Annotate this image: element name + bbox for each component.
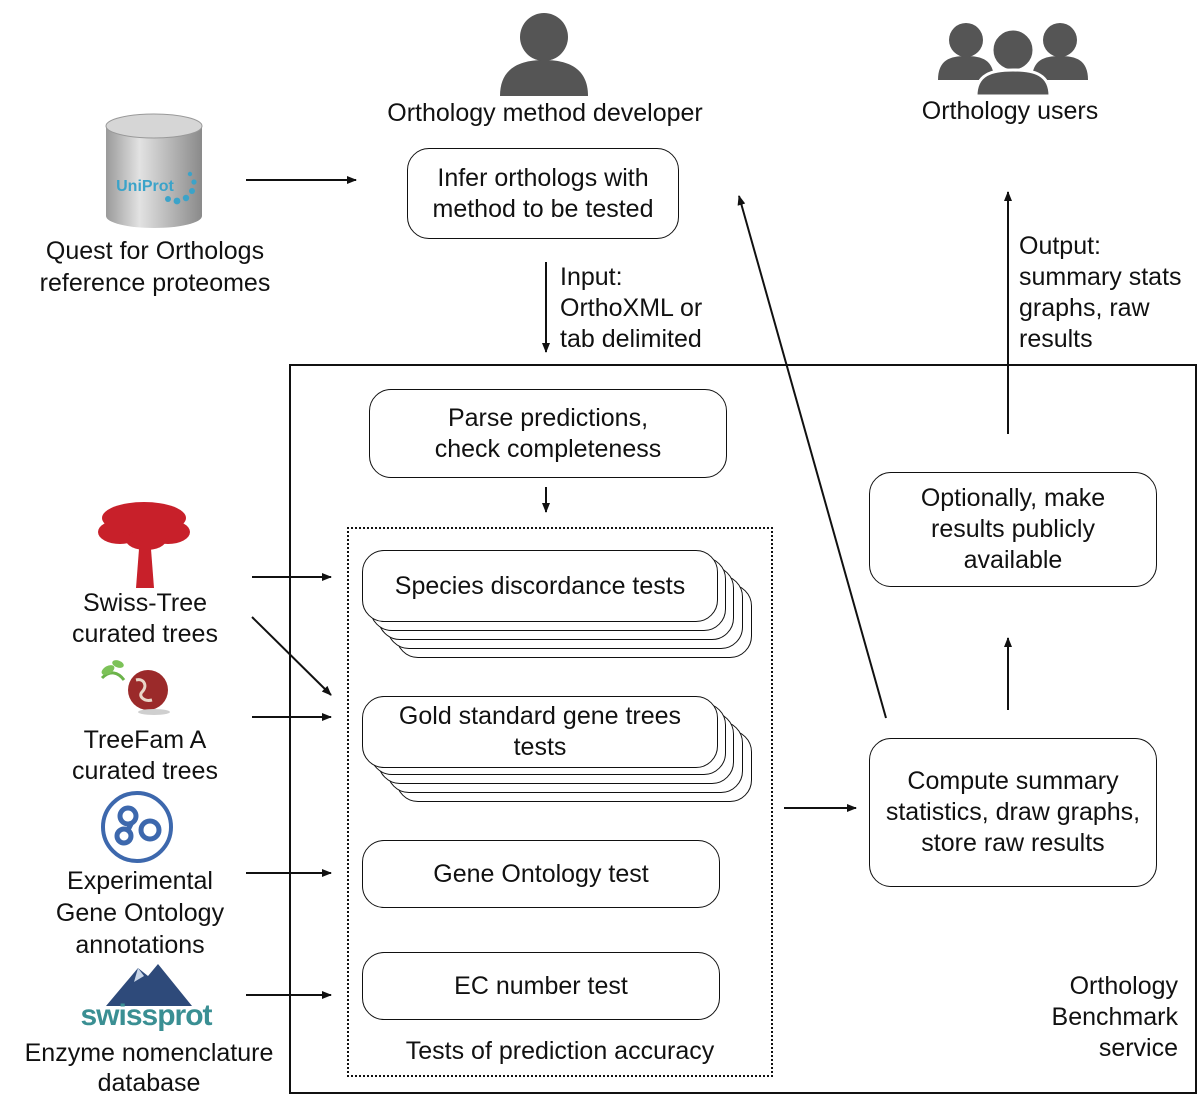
publish-results-box: Optionally, make results publicly availabl… [869, 472, 1157, 587]
tree-icon [98, 502, 190, 588]
tests-group-frame [347, 527, 773, 1077]
infer-line1: Infer orthologs with [437, 163, 649, 192]
input-note: Input: OrthoXML or tab delimited [560, 262, 702, 355]
parse-predictions-box: Parse predictions,check completeness [369, 389, 727, 478]
species-discordance-box: Species discordance tests [362, 550, 718, 622]
service-line1: Orthology [1069, 972, 1178, 1000]
swissprot-logo-icon [106, 964, 192, 1006]
group-icon [938, 23, 1088, 96]
compute-line1: Compute summary [907, 767, 1119, 795]
swisstree-line1: Swiss-Tree [82, 589, 208, 617]
gold-line2: tests [513, 733, 567, 761]
uniprot-label-line1: Quest for Orthologs [45, 237, 265, 265]
database-icon [105, 113, 203, 228]
treefam-line1: TreeFam A [83, 726, 207, 754]
go-logo-icon [101, 791, 173, 863]
input-line1: Input: [560, 263, 623, 291]
compute-line3: store raw results [921, 829, 1105, 857]
publish-line1: Optionally, make [920, 484, 1106, 512]
input-line3: tab delimited [560, 325, 702, 353]
developer-label: Orthology method developer [387, 99, 703, 127]
arrow-compute-to-developer [737, 195, 887, 719]
ec-test-box: EC number test [362, 952, 720, 1020]
person-icon [500, 13, 588, 96]
gold-standard-box: Gold standard gene trees tests [362, 696, 718, 768]
arrow-swisstree-to-gold [251, 616, 332, 696]
parse-line1: Parse predictions, [447, 403, 649, 432]
tests-group-label: Tests of prediction accuracy [405, 1037, 715, 1065]
uniprot-logo-text: UniProt [116, 178, 174, 195]
publish-line2: results publicly [931, 515, 1095, 543]
swissprot-logo-text: swissprot [80, 999, 212, 1032]
go-test-box: Gene Ontology test [362, 840, 720, 908]
output-line4: results [1019, 325, 1093, 353]
input-line2: OrthoXML or [560, 294, 703, 322]
users-label: Orthology users [921, 97, 1099, 125]
service-line2: Benchmark [1051, 1003, 1178, 1031]
publish-line3: available [963, 546, 1063, 574]
parse-line2: check completeness [434, 434, 662, 463]
output-line3: graphs, raw [1019, 294, 1150, 322]
benchmark-service-frame [289, 364, 1197, 1094]
swisstree-line2: curated trees [72, 620, 218, 648]
ec-test-label: EC number test [454, 971, 628, 1000]
go-source-line1: Experimental [67, 867, 213, 895]
compute-summary-box: Compute summary statistics, draw graphs, s… [869, 738, 1157, 887]
go-test-label: Gene Ontology test [433, 859, 649, 888]
output-line1: Output: [1019, 232, 1101, 260]
output-note: Output: summary stats graphs, raw result… [1019, 231, 1182, 355]
treefam-icon [100, 660, 170, 715]
enzyme-line1: Enzyme nomenclature [24, 1039, 274, 1067]
go-source-line2: Gene Ontology [55, 899, 225, 927]
compute-line2: statistics, draw graphs, [885, 798, 1141, 826]
infer-line2: method to be tested [432, 194, 654, 223]
enzyme-line2: database [97, 1069, 201, 1097]
service-label: Orthology Benchmark service [1018, 971, 1178, 1064]
species-label: Species discordance tests [394, 571, 686, 600]
go-source-line3: annotations [75, 931, 205, 959]
treefam-line2: curated trees [72, 757, 218, 785]
output-line2: summary stats [1019, 263, 1182, 291]
service-line3: service [1098, 1034, 1178, 1062]
gold-line1: Gold standard gene trees [398, 702, 682, 730]
uniprot-label-line2: reference proteomes [39, 269, 271, 297]
